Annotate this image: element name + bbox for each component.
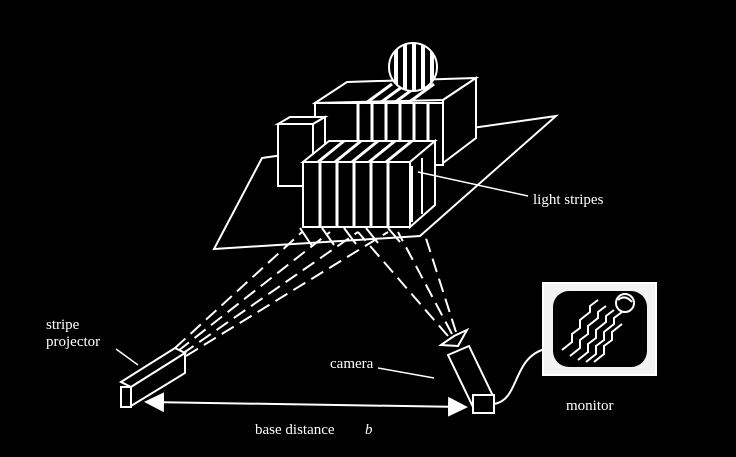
front-box-stripes: [317, 139, 423, 227]
label-camera: camera: [330, 356, 374, 372]
camera-cable: [493, 348, 546, 405]
stripe-projector: [118, 346, 188, 408]
label-base-distance: base distance: [255, 422, 335, 438]
label-base-distance-symbol: b: [365, 422, 373, 438]
camera-device: [438, 327, 496, 414]
label-light-stripes: light stripes: [533, 192, 604, 208]
base-distance-arrow: [144, 392, 468, 417]
monitor-device: [542, 282, 657, 376]
camera-rays: [357, 231, 457, 337]
label-stripe: stripe: [46, 317, 80, 333]
label-projector: projector: [46, 334, 100, 350]
front-box: [300, 138, 438, 230]
monitor-stripe-image: [561, 293, 635, 363]
pointer-lines: [115, 171, 529, 379]
projection-rays: [174, 231, 389, 357]
label-monitor: monitor: [566, 398, 614, 414]
